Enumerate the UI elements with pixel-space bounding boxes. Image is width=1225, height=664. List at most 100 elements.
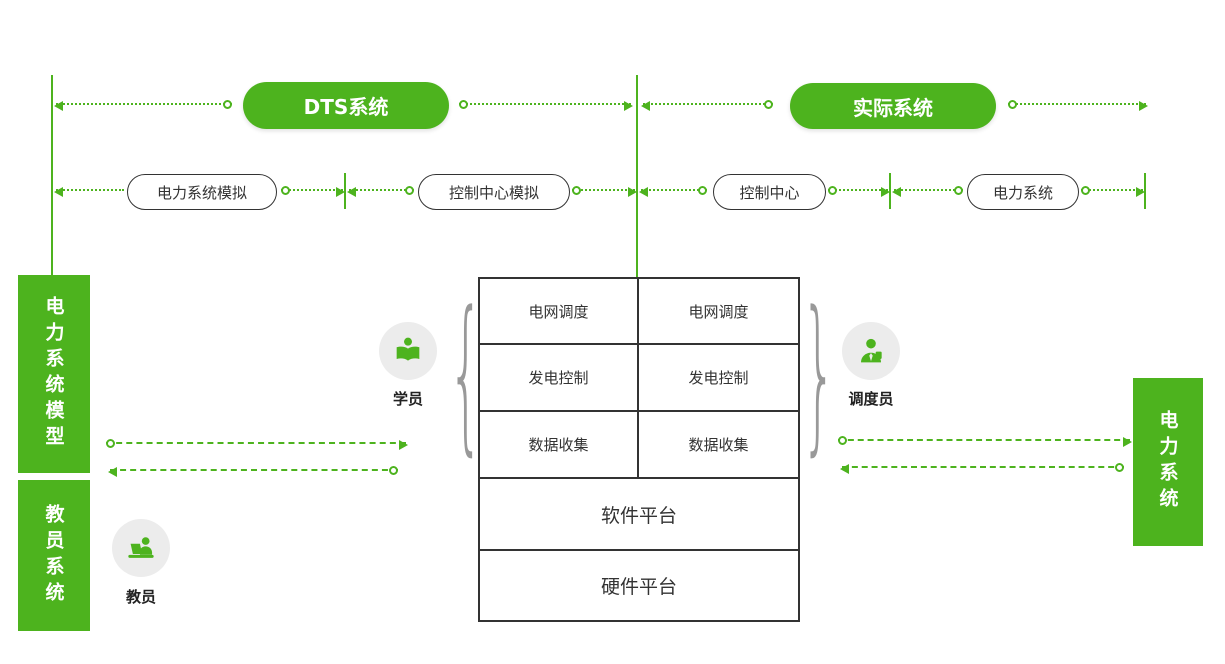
right-bar-label: 电力系统 bbox=[1156, 410, 1179, 514]
student-reading-icon bbox=[396, 337, 420, 361]
arrow-row2-2 bbox=[281, 186, 345, 197]
pill-label: 电力系统模拟 bbox=[156, 183, 247, 202]
cell-data-collection-right: 数据收集 bbox=[639, 412, 798, 479]
cell-label: 硬件平台 bbox=[600, 576, 677, 598]
connector-dot-icon bbox=[1081, 186, 1090, 195]
connector-dot-icon bbox=[572, 186, 581, 195]
arrowhead-right-icon bbox=[1139, 101, 1148, 111]
cell-label: 发电控制 bbox=[688, 369, 749, 387]
arrow-top-mid-left bbox=[459, 100, 633, 111]
pill-label: 控制中心 bbox=[739, 183, 800, 202]
arrow-mid-right-back bbox=[840, 463, 1124, 474]
arrow-row2-6 bbox=[828, 186, 890, 197]
arrow-top-right bbox=[1008, 100, 1148, 111]
arrowhead-right-icon bbox=[1123, 437, 1132, 447]
separator-tick bbox=[344, 173, 346, 209]
actual-system-pill: 实际系统 bbox=[790, 83, 996, 129]
connector-dot-icon bbox=[764, 100, 773, 109]
pill-label: 控制中心模拟 bbox=[448, 183, 539, 202]
cell-generation-control-left: 发电控制 bbox=[480, 345, 639, 412]
cell-label: 发电控制 bbox=[528, 369, 589, 387]
arrowhead-left-icon bbox=[641, 101, 650, 111]
left-bar-top-label: 电力系统模型 bbox=[42, 296, 65, 452]
connector-dot-icon bbox=[954, 186, 963, 195]
dispatcher-avatar bbox=[842, 322, 900, 380]
pill-power-system: 电力系统 bbox=[967, 174, 1079, 210]
arrow-mid-right-forward bbox=[838, 436, 1132, 447]
arrow-row2-5 bbox=[639, 186, 707, 197]
pill-control-center-sim: 控制中心模拟 bbox=[418, 174, 570, 210]
arrowhead-right-icon bbox=[399, 440, 408, 450]
left-guide-line bbox=[51, 75, 53, 277]
arrow-mid-left-forward bbox=[106, 439, 408, 450]
instructor-avatar bbox=[112, 519, 170, 577]
separator-tick bbox=[889, 173, 891, 209]
connector-dot-icon bbox=[828, 186, 837, 195]
arrow-row2-1 bbox=[54, 187, 124, 197]
connector-dot-icon bbox=[838, 436, 847, 445]
cell-data-collection-left: 数据收集 bbox=[480, 412, 639, 479]
arrowhead-right-icon bbox=[336, 187, 345, 197]
arrowhead-right-icon bbox=[628, 187, 637, 197]
actual-system-label: 实际系统 bbox=[853, 95, 933, 120]
arrow-row2-7 bbox=[892, 186, 963, 197]
cell-grid-dispatch-right: 电网调度 bbox=[639, 279, 798, 345]
arrowhead-left-icon bbox=[840, 464, 849, 474]
arrowhead-left-icon bbox=[54, 187, 63, 197]
left-bar-power-system-model: 电力系统模型 bbox=[18, 275, 90, 473]
instructor-at-computer-icon bbox=[128, 537, 154, 558]
pill-control-center: 控制中心 bbox=[713, 174, 826, 210]
connector-dot-icon bbox=[459, 100, 468, 109]
arrow-row2-8 bbox=[1081, 186, 1145, 197]
arrowhead-right-icon bbox=[1136, 187, 1145, 197]
connector-dot-icon bbox=[405, 186, 414, 195]
connector-dot-icon bbox=[698, 186, 707, 195]
arrowhead-left-icon bbox=[54, 101, 63, 111]
pill-power-system-sim: 电力系统模拟 bbox=[127, 174, 277, 210]
cell-label: 数据收集 bbox=[528, 436, 589, 454]
arrow-row2-4 bbox=[572, 186, 637, 197]
separator-tick bbox=[1144, 173, 1146, 209]
cell-label: 软件平台 bbox=[600, 504, 677, 527]
dts-system-label: DTS系统 bbox=[303, 95, 389, 119]
cell-label: 电网调度 bbox=[528, 302, 589, 321]
cell-generation-control-right: 发电控制 bbox=[639, 345, 798, 412]
connector-dot-icon bbox=[106, 439, 115, 448]
connector-dot-icon bbox=[281, 186, 290, 195]
left-bar-instructor-system: 教员系统 bbox=[18, 480, 90, 631]
dts-system-pill: DTS系统 bbox=[243, 82, 449, 129]
left-bar-bottom-label: 教员系统 bbox=[42, 503, 65, 608]
cell-label: 数据收集 bbox=[688, 436, 749, 454]
left-brace-icon: { bbox=[448, 278, 484, 473]
connector-dot-icon bbox=[1008, 100, 1017, 109]
cell-hardware-platform: 硬件平台 bbox=[480, 551, 798, 620]
student-avatar bbox=[379, 322, 437, 380]
instructor-label-text: 教员 bbox=[125, 588, 156, 606]
arrow-mid-left-back bbox=[108, 466, 398, 477]
arrowhead-right-icon bbox=[881, 187, 890, 197]
arrow-row2-3 bbox=[347, 186, 414, 197]
student-label-text: 学员 bbox=[392, 390, 423, 408]
arrow-top-left bbox=[54, 100, 232, 111]
arrowhead-left-icon bbox=[892, 187, 901, 197]
arrowhead-left-icon bbox=[639, 187, 648, 197]
instructor-label: 教员 bbox=[112, 586, 170, 607]
arrow-top-mid-right bbox=[641, 100, 773, 111]
dispatcher-person-icon bbox=[861, 338, 882, 363]
connector-dot-icon bbox=[1115, 463, 1124, 472]
cell-software-platform: 软件平台 bbox=[480, 479, 798, 551]
cell-grid-dispatch-left: 电网调度 bbox=[480, 279, 639, 345]
platform-table: 电网调度 电网调度 发电控制 发电控制 数据收集 数据收集 软件平台 硬件平台 bbox=[478, 277, 800, 622]
dispatcher-label: 调度员 bbox=[832, 388, 910, 409]
right-bar-power-system: 电力系统 bbox=[1133, 378, 1203, 546]
connector-dot-icon bbox=[223, 100, 232, 109]
arrowhead-left-icon bbox=[347, 187, 356, 197]
arrowhead-right-icon bbox=[624, 101, 633, 111]
connector-dot-icon bbox=[389, 466, 398, 475]
cell-label: 电网调度 bbox=[688, 302, 749, 321]
right-brace-icon: } bbox=[801, 278, 837, 473]
pill-label: 电力系统 bbox=[992, 183, 1053, 202]
dispatcher-label-text: 调度员 bbox=[848, 390, 894, 408]
arrowhead-left-icon bbox=[108, 467, 117, 477]
